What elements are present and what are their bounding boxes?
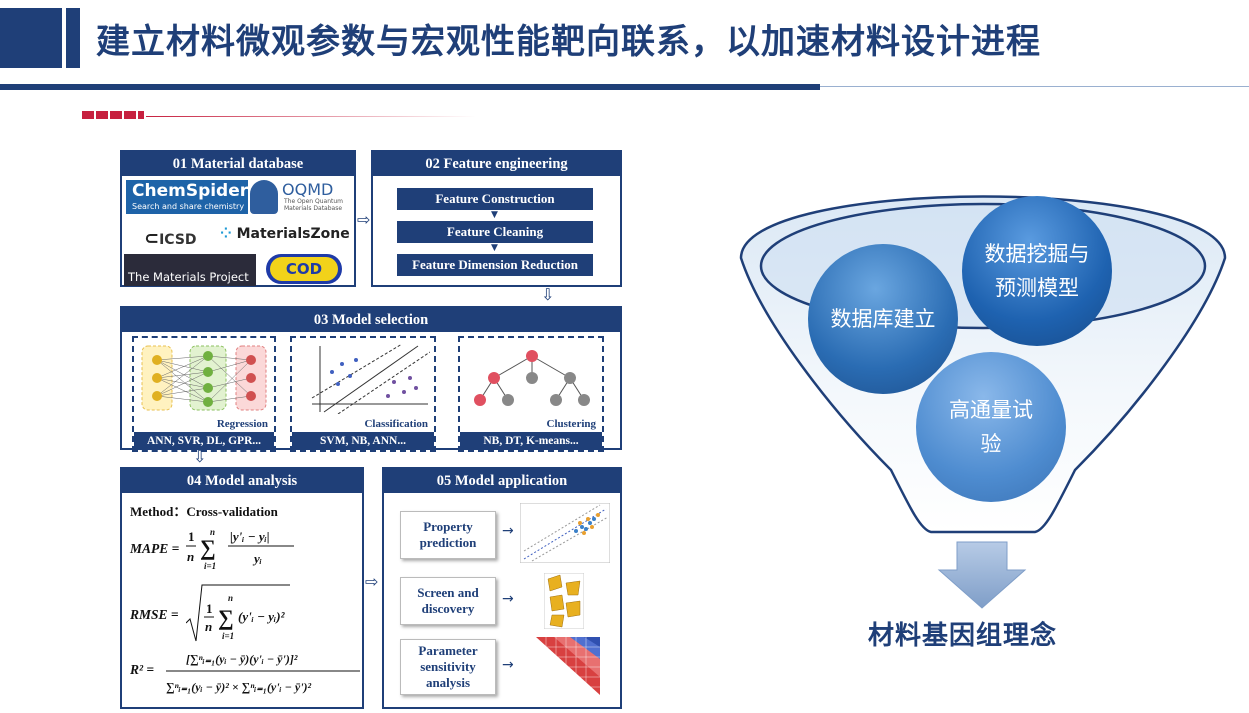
parity-plot-thumbnail (520, 503, 610, 563)
decor-square (110, 111, 122, 119)
mape-expression: 1 n n ∑ i=1 |y'ᵢ − yᵢ| yᵢ (186, 527, 294, 571)
oqmd-logo: OQMD The Open Quantum Materials Database (250, 180, 354, 216)
correlation-heatmap-thumbnail (536, 637, 600, 695)
rmse-expression: 1 n n ∑ i=1 (y'ᵢ − yᵢ)² (186, 584, 290, 642)
funnel-caption: 材料基因组理念 (868, 621, 1058, 651)
panel-title: 02 Feature engineering (373, 152, 620, 176)
panel-title: 03 Model selection (122, 308, 620, 332)
panel-model-application: 05 Model application Property prediction… (382, 467, 622, 709)
svg-text:n: n (210, 527, 215, 537)
svg-text:∑: ∑ (218, 605, 234, 630)
decor-line (146, 116, 476, 117)
regression-box: Regression ANN, SVR, DL, GPR... (132, 336, 276, 452)
property-prediction-box: Property prediction (400, 511, 496, 559)
header-block-bar (66, 8, 80, 68)
decision-tree-icon (474, 350, 590, 406)
header-block-left (0, 8, 62, 68)
page-title: 建立材料微观参数与宏观性能靶向联系，以加速材料设计进程 (96, 22, 1041, 62)
r2-expression: [∑ⁿᵢ₌₁(yᵢ − ȳ)(y'ᵢ − ȳ')]² ∑ⁿᵢ₌₁(yᵢ − ȳ)… (166, 652, 360, 694)
sphere-data-mining: 数据挖掘与预测模型 (962, 196, 1112, 346)
arrow-down-icon: ⇩ (541, 285, 555, 304)
clustering-label: Clustering (546, 418, 597, 430)
panel-model-analysis: 04 Model analysis Method：Cross-validatio… (120, 467, 364, 709)
svg-text:∑: ∑ (200, 535, 216, 560)
materialszone-logo: ⁘ MaterialsZone (220, 226, 350, 242)
panel-title: 05 Model application (384, 469, 620, 493)
clustering-box: Clustering NB, DT, K-means... (458, 336, 604, 452)
svg-text:i=1: i=1 (204, 561, 216, 571)
method-label: Method：Cross-validation (130, 504, 278, 519)
panel-model-selection: 03 Model selection Regression ANN, SVR, … (120, 306, 622, 452)
svg-text:∑ⁿᵢ₌₁(yᵢ − ȳ)² × ∑ⁿᵢ₌₁(y'ᵢ − ȳ: ∑ⁿᵢ₌₁(yᵢ − ȳ)² × ∑ⁿᵢ₌₁(y'ᵢ − ȳ')² (166, 680, 312, 694)
svg-text:n: n (187, 549, 194, 564)
svm-plot-icon (311, 343, 430, 414)
panel-feature-engineering: 02 Feature engineering Feature Construct… (371, 150, 622, 287)
step-feature-cleaning: Feature Cleaning (397, 221, 593, 243)
svg-text:|y'ᵢ − yᵢ|: |y'ᵢ − yᵢ| (230, 529, 270, 544)
header-underline-thin (820, 86, 1249, 87)
parameter-sensitivity-box: Parameter sensitivity analysis (400, 639, 496, 695)
svg-text:[∑ⁿᵢ₌₁(yᵢ − ȳ)(y'ᵢ − ȳ')]²: [∑ⁿᵢ₌₁(yᵢ − ȳ)(y'ᵢ − ȳ')]² (186, 652, 298, 666)
step-feature-dimension-reduction: Feature Dimension Reduction (397, 254, 593, 276)
svg-text:yᵢ: yᵢ (252, 551, 262, 566)
materials-project-logo: The Materials Project (124, 254, 256, 286)
arrow-down-icon: ▼ (491, 210, 498, 220)
panel-material-database: 01 Material database ChemSpider Search a… (120, 150, 356, 287)
panel-title: 01 Material database (122, 152, 354, 176)
arrow-right-icon: ⇨ (357, 210, 371, 229)
screen-discovery-box: Screen and discovery (400, 577, 496, 625)
arrow-right-icon: → (502, 523, 514, 539)
svg-text:i=1: i=1 (222, 631, 234, 641)
svg-text:n: n (205, 619, 212, 634)
r2-formula: R² = (130, 662, 155, 677)
svg-text:1: 1 (206, 601, 213, 616)
oqmd-mark-icon (250, 180, 278, 214)
classification-label: Classification (364, 418, 428, 430)
rmse-formula: RMSE = (130, 607, 179, 622)
regression-label: Regression (216, 418, 268, 430)
icsd-logo: ⊂ICSD (144, 228, 197, 249)
svg-text:n: n (228, 593, 233, 603)
step-feature-construction: Feature Construction (397, 188, 593, 210)
sphere-high-throughput: 高通量试验 (916, 352, 1066, 502)
cod-logo: COD (266, 254, 342, 284)
arrow-right-icon: → (502, 657, 514, 673)
panel-title: 04 Model analysis (122, 469, 362, 493)
arrow-right-icon: → (502, 591, 514, 607)
arrow-right-icon: ⇨ (365, 572, 379, 591)
svg-text:(y'ᵢ − yᵢ)²: (y'ᵢ − yᵢ)² (238, 609, 286, 624)
arrow-down-icon: ▼ (491, 243, 498, 253)
crystal-structure-thumbnail (544, 573, 584, 629)
svg-text:1: 1 (188, 529, 195, 544)
decor-square (138, 111, 144, 119)
decor-square (82, 111, 94, 119)
header-underline (0, 84, 820, 90)
clustering-models: NB, DT, K-means... (460, 432, 602, 450)
classification-models: SVM, NB, ANN... (292, 432, 434, 450)
classification-box: Classification SVM, NB, ANN... (290, 336, 436, 452)
mape-formula: MAPE = (130, 541, 180, 556)
arrow-down-icon: ⇩ (193, 447, 207, 466)
regression-models: ANN, SVR, DL, GPR... (134, 432, 274, 450)
sphere-database: 数据库建立 (808, 244, 958, 394)
chemspider-logo: ChemSpider Search and share chemistry (126, 180, 248, 214)
neural-network-icon (141, 345, 267, 411)
decor-square (96, 111, 108, 119)
decor-square (124, 111, 136, 119)
